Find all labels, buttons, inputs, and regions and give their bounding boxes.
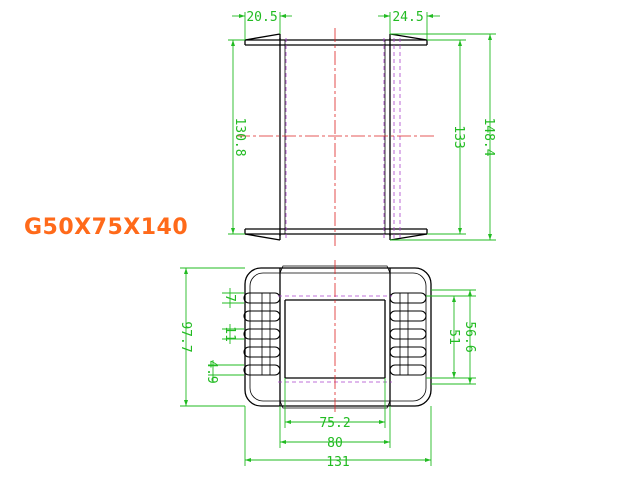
front-view-outline [244,33,428,241]
dim-overall-width: 131 [326,455,349,470]
top-view-outline [244,265,432,409]
dim-fin-gap: 4.9 [204,360,219,383]
dim-overall-depth: 97.7 [178,321,193,352]
front-view-dim-arrows [231,14,492,240]
dim-overall-height: 148.4 [481,117,496,156]
dim-fin-pitch: 11 [222,326,237,342]
top-view-left-fins [243,292,281,376]
dim-window-height: 133 [451,125,466,148]
dim-inner-depth: 51 [446,329,461,345]
front-view-dimensions [228,12,496,241]
top-view-dimensions [180,267,476,466]
dim-inner-width: 75.2 [319,416,350,431]
top-view: 97.7 7 11 4.9 51 56.6 75.2 80 131 [178,260,477,470]
top-view-right-fins [389,292,427,376]
dim-flange-right-width: 24.5 [392,10,423,25]
front-view-hidden-lines [285,38,401,238]
dim-body-width: 80 [327,436,343,451]
front-view-centerlines [236,28,436,246]
dim-fin-thickness: 7 [222,294,237,302]
part-name-label: G50X75X140 [24,215,188,240]
dim-inner-height: 130.8 [232,117,247,156]
front-view: 20.5 24.5 130.8 133 148.4 [228,10,496,246]
top-view-dim-arrows [184,268,472,462]
dim-outer-depth: 56.6 [462,321,477,352]
dim-flange-left-width: 20.5 [246,10,277,25]
